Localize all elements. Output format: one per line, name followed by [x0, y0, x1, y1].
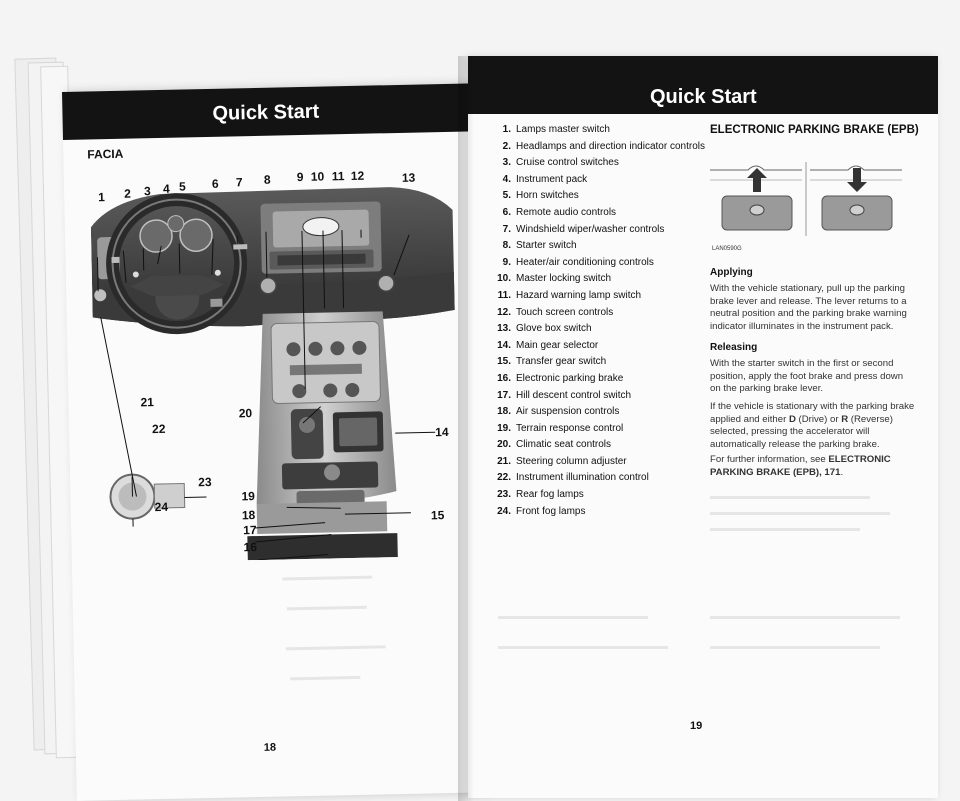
right-page-number: 19 [690, 720, 703, 732]
show-through-text [290, 675, 361, 681]
callout-9: 9 [296, 169, 304, 185]
show-through-text [286, 605, 367, 611]
list-item: 5.Horn switches [502, 190, 579, 202]
list-item: 11.Hazard warning lamp switch [497, 289, 642, 301]
list-item: 17.Hill descent control switch [497, 389, 632, 401]
callout-5: 5 [178, 179, 186, 194]
callout-20: 20 [238, 406, 253, 421]
callout-22: 22 [151, 421, 166, 437]
list-item: 4.Instrument pack [502, 173, 588, 185]
epb-heading: ELECTRONIC PARKING BRAKE (EPB) [710, 124, 919, 136]
list-item: 23.Rear fog lamps [497, 489, 584, 501]
list-item: 22.Instrument illumination control [497, 472, 649, 484]
callout-21: 21 [140, 395, 155, 410]
left-page-number: 18 [263, 741, 277, 754]
reverse-key: R [841, 413, 849, 425]
show-through-text [710, 646, 880, 649]
show-through-text [285, 645, 386, 651]
spine-shadow [458, 56, 474, 801]
facia-heading: FACIA [87, 146, 124, 162]
applying-text: With the vehicle stationary, pull up the… [710, 283, 907, 332]
callout-6: 6 [211, 176, 219, 191]
list-item: 9.Heater/air conditioning controls [502, 256, 654, 268]
list-item: 2.Headlamps and direction indicator cont… [502, 140, 705, 152]
callout-11: 11 [331, 169, 345, 184]
list-item: 8.Starter switch [502, 240, 577, 252]
list-item: 10.Master locking switch [497, 273, 612, 285]
right-header-title: Quick Start [650, 86, 757, 108]
callout-19: 19 [241, 489, 256, 504]
show-through-text [710, 616, 900, 619]
facia-illustration [90, 187, 455, 561]
drive-key: D [788, 413, 796, 425]
list-item: 13.Glove box switch [497, 323, 592, 335]
releasing-text: With the starter switch in the first or … [710, 358, 904, 394]
show-through-text [498, 646, 668, 649]
releasing-heading: Releasing [710, 342, 758, 353]
show-through-text [710, 528, 860, 531]
callout-7: 7 [235, 175, 243, 190]
list-item: 1.Lamps master switch [502, 124, 610, 135]
callout-23: 23 [198, 474, 212, 490]
stationary-text: If the vehicle is stationary with the pa… [710, 401, 915, 450]
callout-3: 3 [143, 184, 151, 199]
callout-2: 2 [123, 186, 131, 201]
list-item: 21.Steering column adjuster [497, 455, 627, 467]
list-item: 16.Electronic parking brake [497, 372, 624, 384]
right-header-band: Quick Start [468, 56, 938, 114]
left-page: Quick Start FACIA [62, 83, 487, 801]
callout-16: 16 [243, 540, 258, 555]
show-through-text [282, 575, 373, 581]
callout-14: 14 [435, 424, 449, 440]
epb-figure [708, 158, 904, 236]
list-item: 24.Front fog lamps [497, 505, 586, 517]
list-item: 15.Transfer gear switch [497, 356, 607, 368]
further-info-reference: ELECTRONIC PARKING BRAKE (EPB), 171 [710, 454, 891, 478]
facia-legend-list: 1.Lamps master switch 2.Headlamps and di… [493, 122, 708, 520]
applying-heading: Applying [710, 267, 753, 278]
show-through-text [710, 496, 870, 499]
callout-10: 10 [310, 169, 325, 184]
show-through-text [710, 512, 890, 515]
left-header-band: Quick Start [62, 83, 473, 140]
callout-1: 1 [98, 190, 106, 205]
list-item: 14.Main gear selector [497, 339, 599, 351]
list-item: 3.Cruise control switches [502, 157, 619, 169]
left-header-title: Quick Start [212, 100, 320, 125]
list-item: 6.Remote audio controls [502, 206, 617, 218]
list-item: 18.Air suspension controls [497, 406, 620, 418]
list-item: 20.Climatic seat controls [497, 439, 612, 451]
further-info-text: For further information, see ELECTRONIC … [710, 454, 891, 478]
figure-code: LAN0590G [712, 246, 742, 252]
callout-15: 15 [430, 508, 445, 523]
callout-4: 4 [162, 181, 170, 196]
callout-12: 12 [350, 168, 365, 183]
callout-24: 24 [154, 499, 169, 515]
show-through-text [498, 616, 648, 619]
callout-13: 13 [401, 170, 416, 185]
list-item: 19.Terrain response control [497, 422, 624, 434]
callout-18: 18 [241, 508, 256, 523]
list-item: 7.Windshield wiper/washer controls [502, 223, 665, 235]
callout-8: 8 [263, 172, 271, 187]
callout-17: 17 [243, 523, 257, 538]
right-page: Quick Start 1.Lamps master switch 2.Head… [468, 56, 938, 798]
list-item: 12.Touch screen controls [497, 306, 614, 318]
